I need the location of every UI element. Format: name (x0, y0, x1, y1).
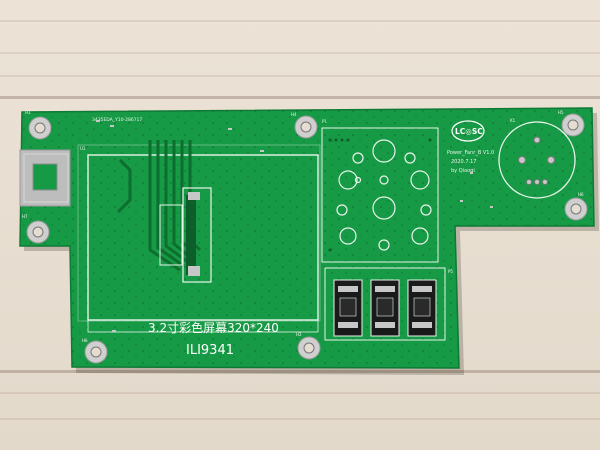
svg-text:LC◎SC: LC◎SC (455, 127, 483, 136)
hole-label: H6 (578, 192, 584, 197)
smd-pads (96, 120, 493, 332)
switch-footprint (333, 279, 363, 337)
hole-label: H2 (296, 332, 302, 337)
switch-footprint (407, 279, 437, 337)
board-name: Power_Fanr_B V1.0 (447, 150, 494, 156)
mounting-hole (297, 336, 321, 360)
wood-plank-seam (0, 96, 600, 99)
refdes-u: U1 (80, 146, 86, 151)
hole-label: H3 (25, 110, 31, 115)
board-date: 2020.7.17 (451, 159, 476, 165)
mounting-hole (84, 340, 108, 364)
wood-grain (0, 75, 600, 77)
driver-chip-label: ILI9341 (186, 343, 234, 358)
button-module-outline (321, 127, 439, 263)
mounting-hole (561, 113, 585, 137)
wood-grain (0, 20, 600, 22)
hole-label: H8 (82, 338, 88, 343)
power-connector-footprint (498, 121, 576, 199)
wood-plank-seam (0, 370, 600, 373)
refdes-k: K1 (510, 118, 516, 123)
lcsc-logo: LC◎SC (451, 120, 485, 142)
mounting-hole (564, 197, 588, 221)
copper-tab (19, 149, 71, 207)
button-holes (336, 139, 432, 251)
fpc-footprint (159, 187, 212, 283)
mounting-hole (26, 220, 50, 244)
hole-label: H4 (291, 112, 297, 117)
refdes-p: P1 (322, 119, 327, 124)
refdes-p5: P5 (448, 269, 453, 274)
board-author: by Qiaoqi (451, 168, 475, 174)
screen-label: 3.2寸彩色屏幕320*240 (148, 321, 279, 335)
switch-module-outline (324, 267, 446, 341)
hole-label: H5 (558, 110, 564, 115)
wood-grain (0, 52, 600, 54)
mounting-hole (28, 116, 52, 140)
wood-grain (0, 392, 600, 394)
wood-grain (0, 418, 600, 420)
mounting-hole (294, 115, 318, 139)
switch-footprint (370, 279, 400, 337)
top-code: 3435EDA_Y10-286717 (92, 117, 142, 123)
hole-label: H7 (22, 214, 28, 219)
